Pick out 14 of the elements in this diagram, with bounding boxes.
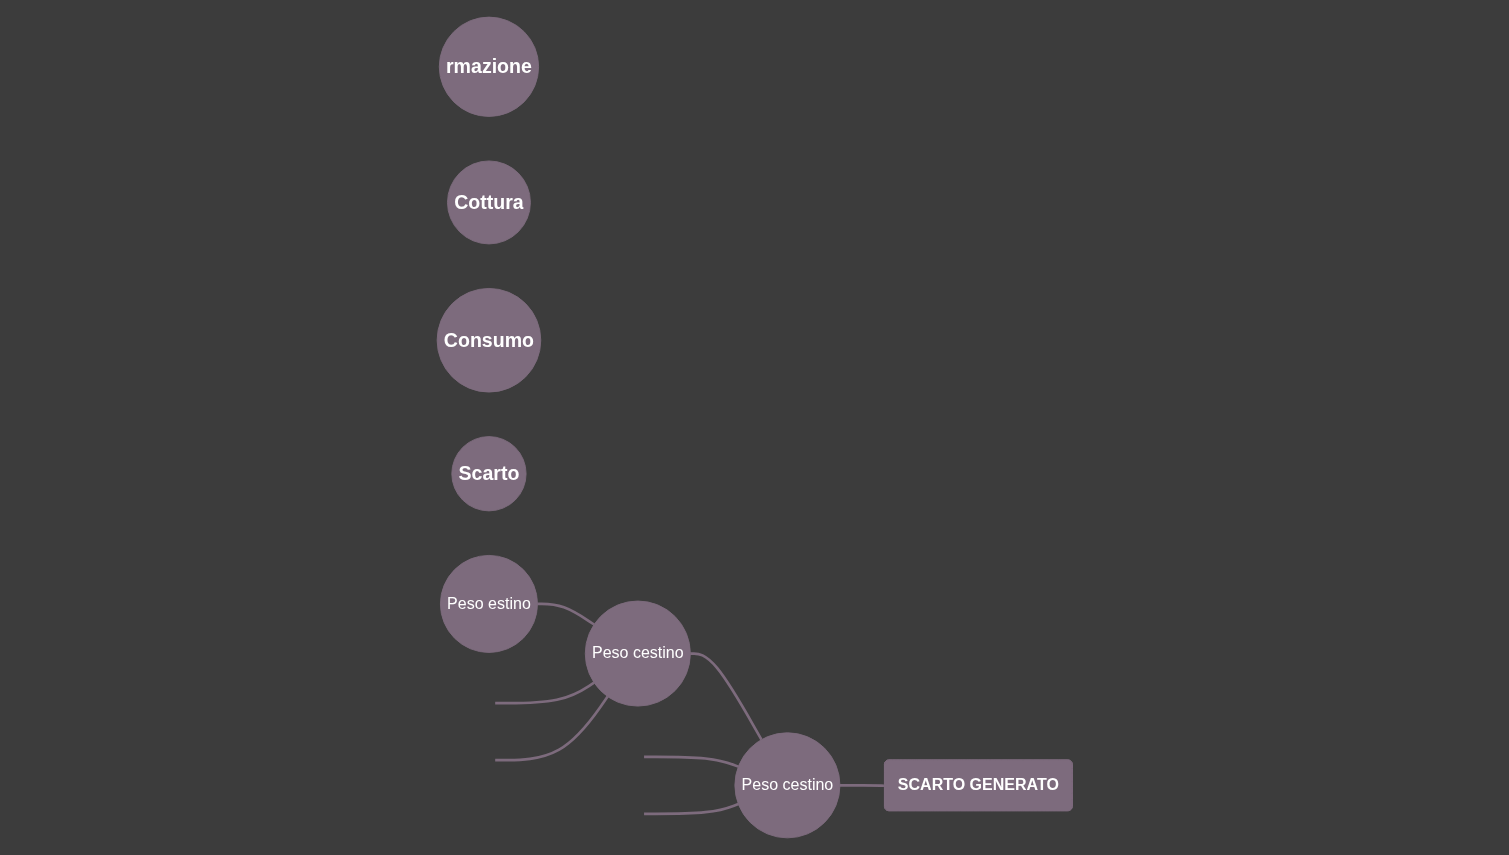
connector — [643, 802, 739, 816]
node-circle: Cottura — [446, 160, 531, 245]
connector — [839, 784, 885, 788]
connector — [495, 681, 595, 705]
node-circle: Peso cestino — [734, 732, 841, 839]
node-circle: Scarto — [451, 436, 527, 512]
node-circle: Consumo — [436, 288, 541, 393]
node-circle: Peso estino — [439, 554, 538, 653]
connector — [690, 652, 763, 741]
connector — [643, 755, 739, 768]
connector — [495, 695, 609, 762]
connector — [537, 602, 595, 626]
node-circle: Peso cestino — [584, 600, 691, 707]
node-circle: rmazione — [438, 16, 539, 117]
